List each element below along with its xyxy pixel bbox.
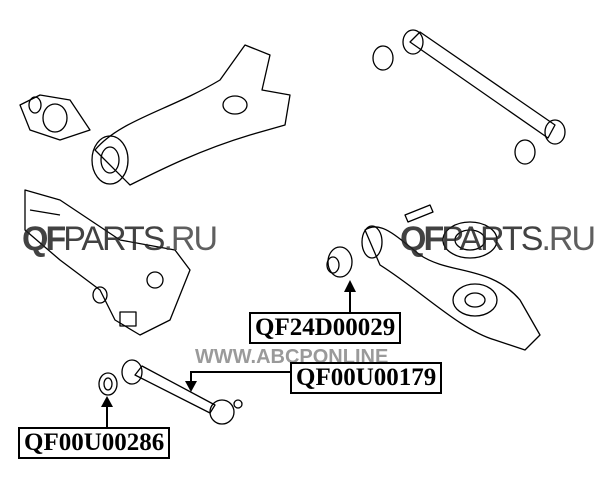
part-label-qf00u00179: QF00U00179 — [290, 362, 443, 394]
part-label-qf24d00029: QF24D00029 — [249, 312, 402, 344]
subframe-drawing — [24, 189, 191, 336]
arrow-qf00u00286 — [101, 396, 113, 427]
tie-rod-drawing — [98, 359, 243, 425]
lower-arm-drawing — [326, 204, 541, 351]
trailing-arm-drawing — [19, 44, 291, 186]
arrow-qf00u00179 — [185, 371, 290, 392]
arrow-qf24d00029 — [344, 280, 356, 313]
watermark-qfparts-right: QFPARTS.RU — [400, 220, 596, 258]
watermark-qfparts-left: QFPARTS.RU — [22, 220, 218, 258]
lateral-link-drawing — [372, 29, 566, 165]
part-label-qf00u00286: QF00U00286 — [18, 427, 171, 459]
